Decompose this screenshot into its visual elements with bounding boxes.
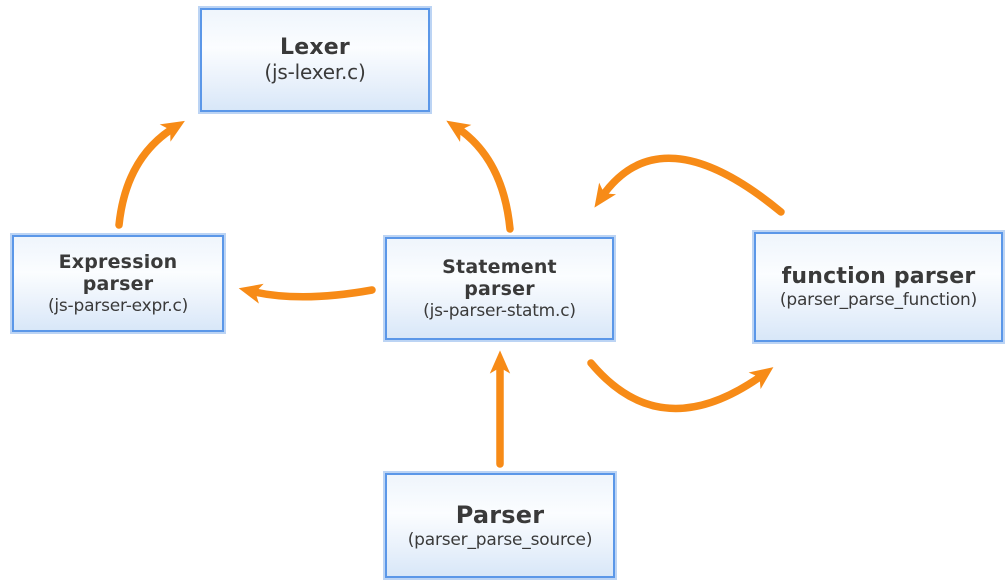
node-title: Statement parser: [442, 256, 557, 301]
arrow-expression-parser-to-lexer: [115, 120, 185, 229]
arrow-statement-parser-to-function-parser: [587, 359, 774, 413]
arrow-statement-parser-to-lexer: [446, 120, 514, 233]
node-subtitle: (parser_parse_function): [779, 289, 978, 310]
arrow-statement-parser-to-expression-parser: [238, 283, 376, 304]
node-subtitle: (js-parser-expr.c): [47, 295, 189, 316]
node-expression-parser: Expression parser (js-parser-expr.c): [12, 235, 224, 332]
node-subtitle: (js-lexer.c): [264, 60, 366, 85]
node-function-parser: function parser (parser_parse_function): [754, 232, 1003, 342]
node-title: function parser: [781, 264, 976, 289]
node-subtitle: (js-parser-statm.c): [423, 300, 576, 321]
node-parser: Parser (parser_parse_source): [385, 473, 615, 578]
node-lexer: Lexer (js-lexer.c): [200, 8, 430, 112]
arrow-function-parser-to-statement-parser: [594, 154, 785, 216]
node-statement-parser: Statement parser (js-parser-statm.c): [385, 237, 614, 340]
node-title: Parser: [455, 501, 545, 530]
node-subtitle: (parser_parse_source): [407, 529, 593, 550]
node-title: Lexer: [280, 35, 350, 61]
node-title: Expression parser: [58, 251, 178, 296]
